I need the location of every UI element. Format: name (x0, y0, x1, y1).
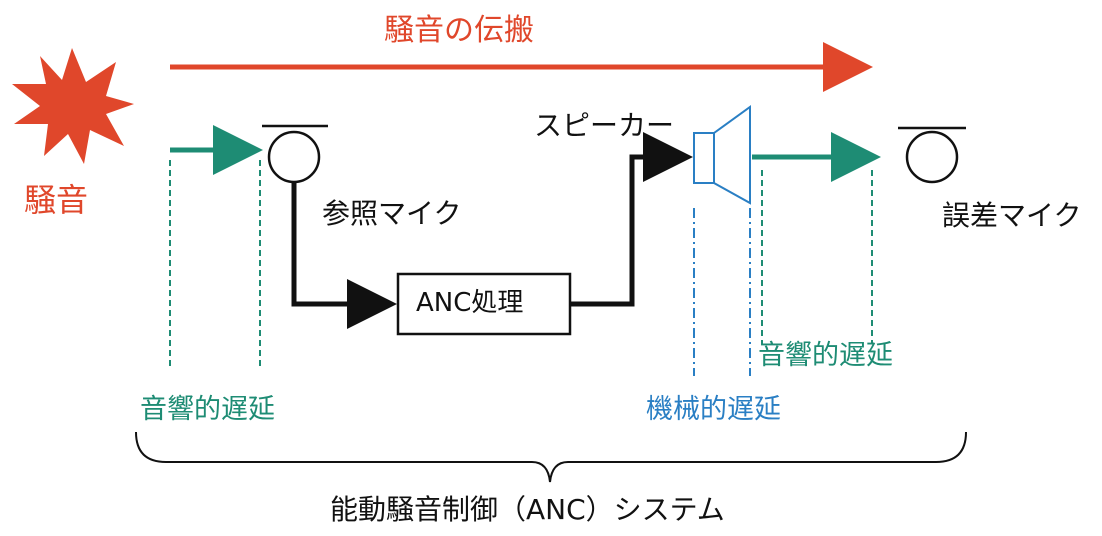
noise-label: 騒音 (24, 181, 89, 219)
reference-mic-icon (262, 124, 328, 184)
system-brace (135, 431, 967, 483)
noise-burst-icon (12, 48, 134, 164)
propagation-title: 騒音の伝搬 (384, 13, 534, 48)
system-label: 能動騒音制御（ANC）システム (330, 493, 725, 526)
error-mic-icon (898, 126, 966, 184)
anc-block-label: ANC処理 (416, 288, 524, 318)
anc-processing-block (396, 272, 572, 336)
reference-mic-label: 参照マイク (322, 197, 462, 230)
error-mic-label: 誤差マイク (942, 199, 1082, 232)
speaker-label: スピーカー (534, 109, 675, 142)
acoustic-delay-left-label: 音響的遅延 (140, 394, 275, 425)
ref-to-anc-signal (291, 182, 397, 329)
mechanical-delay-label: 機械的遅延 (646, 394, 781, 425)
speaker-icon (693, 105, 751, 205)
acoustic-delay-right-label: 音響的遅延 (758, 340, 893, 371)
anc-to-speaker-signal (570, 132, 693, 307)
